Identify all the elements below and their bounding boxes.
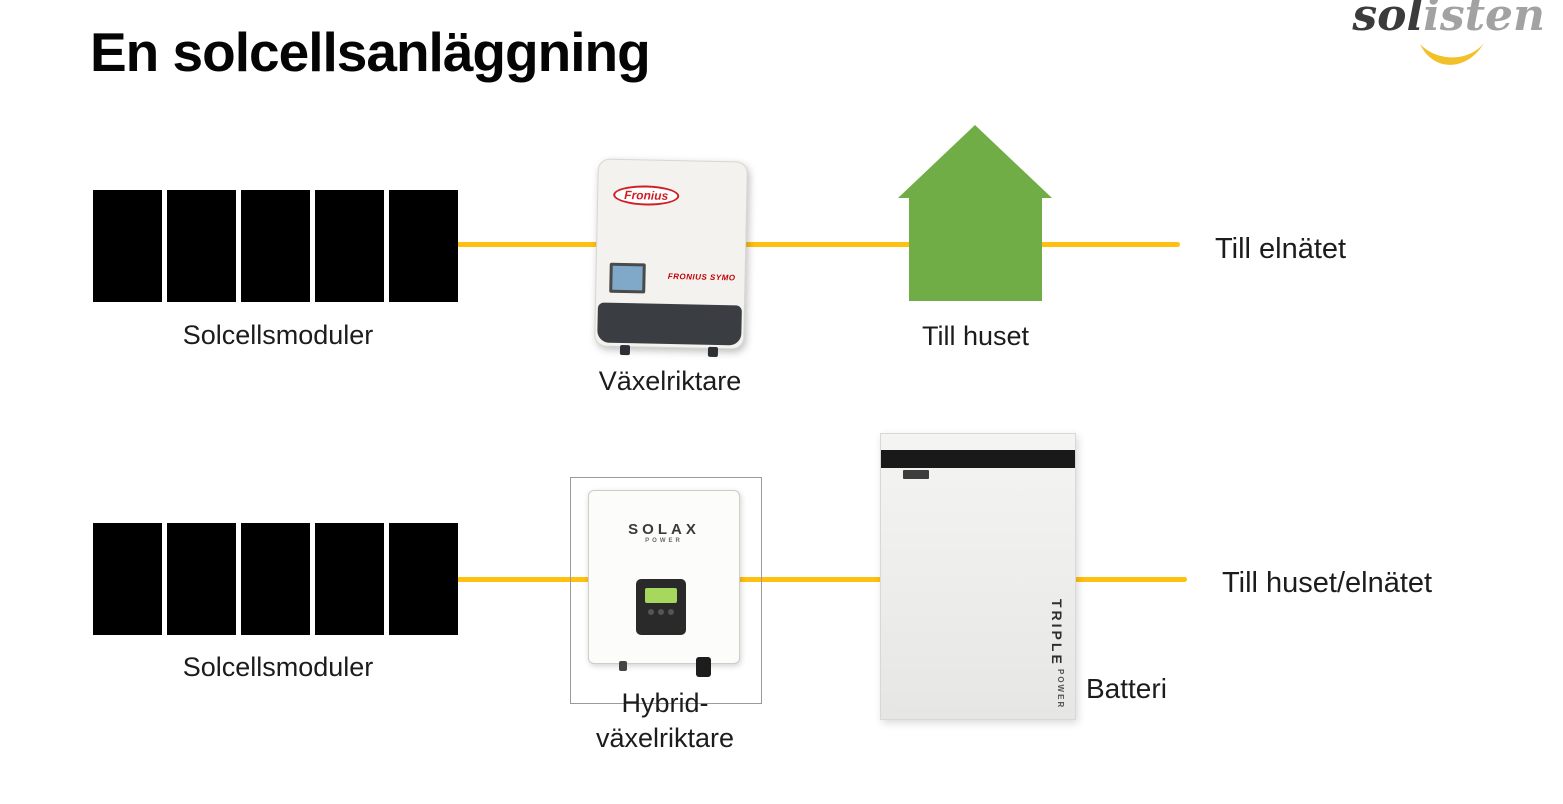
- house-icon: [898, 125, 1053, 301]
- inverter-base: [597, 302, 742, 346]
- cable-connector: [696, 657, 711, 677]
- solar-module: [389, 190, 458, 302]
- solar-module: [93, 523, 162, 635]
- solar-modules-label-top: Solcellsmoduler: [182, 320, 374, 350]
- inverter-display: [609, 262, 646, 294]
- solisten-logo: solisten: [1352, 0, 1545, 65]
- solar-array-top: [93, 190, 458, 302]
- inverter-fronius: Fronius FRONIUS SYMO: [594, 158, 748, 358]
- solar-module: [167, 523, 236, 635]
- inverter-button: [668, 609, 674, 615]
- solar-modules-label-bottom: Solcellsmoduler: [182, 652, 374, 682]
- inverter-model-text: FRONIUS SYMO: [667, 271, 736, 283]
- inverter-button: [658, 609, 664, 615]
- battery-brand-sub: POWER: [1056, 668, 1065, 709]
- hybrid-inverter-bracket: [570, 477, 762, 704]
- hybrid-label-line1: Hybrid-: [621, 688, 709, 718]
- cable-gland: [619, 661, 627, 671]
- grid-label-top: Till elnätet: [1215, 233, 1347, 265]
- hybrid-inverter-label: Hybrid- växelriktare: [555, 686, 775, 756]
- logo-text-sol: sol: [1352, 0, 1424, 41]
- house-label: Till huset: [921, 321, 1030, 351]
- logo-text-isten: isten: [1423, 0, 1545, 41]
- solar-module: [93, 190, 162, 302]
- connector-line-bottom: [455, 577, 1187, 582]
- inverter-lcd: [645, 588, 677, 603]
- inverter-solax: SOLAX POWER: [588, 490, 740, 677]
- house-roof: [898, 125, 1052, 198]
- connector-line-top: [455, 242, 1180, 247]
- solar-module: [389, 523, 458, 635]
- solax-brand-text: SOLAX: [628, 521, 700, 538]
- battery-label: Batteri: [1086, 673, 1167, 704]
- crescent-icon: [1420, 43, 1484, 65]
- solar-module: [241, 523, 310, 635]
- battery-top-band: [881, 450, 1075, 479]
- inverter-foot: [707, 346, 719, 358]
- inverter-control-panel: [636, 579, 686, 635]
- solar-module: [315, 523, 384, 635]
- hybrid-label-line2: växelriktare: [595, 723, 735, 753]
- solar-module: [241, 190, 310, 302]
- solar-array-bottom: [93, 523, 458, 635]
- battery-vent: [903, 470, 929, 479]
- battery-unit: TRIPLE POWER: [880, 433, 1076, 720]
- battery-brand-main: TRIPLE: [1049, 598, 1065, 667]
- solar-module: [167, 190, 236, 302]
- inverter-buttons: [636, 609, 686, 615]
- inverter-button: [648, 609, 654, 615]
- grid-label-bottom: Till huset/elnätet: [1222, 567, 1433, 599]
- inverter-foot: [619, 344, 631, 356]
- battery-brand-text: TRIPLE POWER: [1049, 599, 1065, 709]
- inverter-label: Växelriktare: [598, 366, 742, 396]
- solax-brand-sub-text: POWER: [645, 538, 683, 544]
- house-body: [909, 198, 1042, 301]
- page-title: En solcellsanläggning: [90, 21, 651, 83]
- solar-module: [315, 190, 384, 302]
